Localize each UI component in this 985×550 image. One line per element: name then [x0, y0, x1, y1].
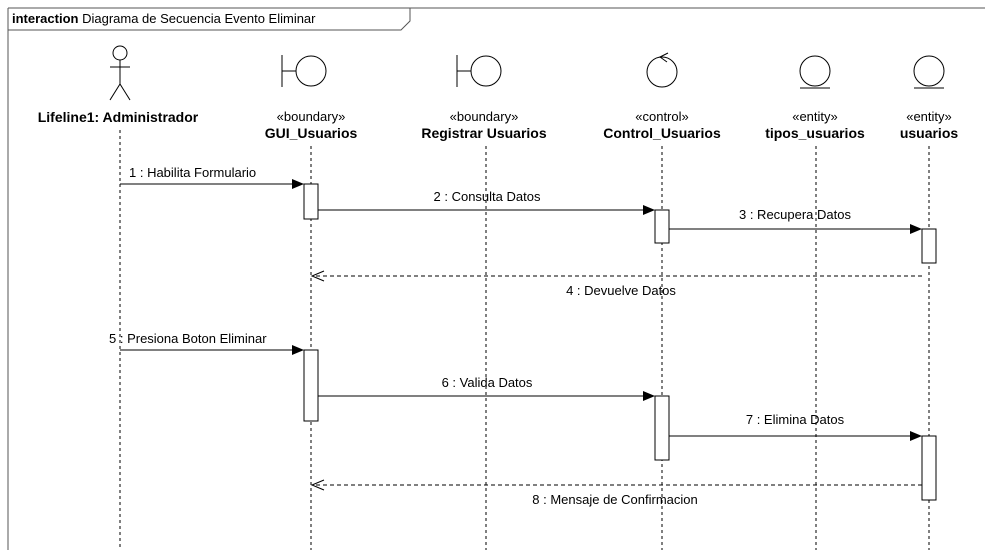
activation-bar [921, 435, 937, 501]
message-7: 7 : Elimina Datos [669, 412, 922, 441]
activation-bar [921, 228, 937, 264]
message-label: 1 : Habilita Formulario [129, 165, 256, 180]
lifeline-administrador: Lifeline1: Administrador [38, 45, 199, 550]
lifeline-tipos-usuarios: «entity» tipos_usuarios [765, 55, 865, 550]
lifeline-stereotype: «boundary» [277, 109, 346, 124]
lifeline-control-usuarios: «control» Control_Usuarios [603, 52, 721, 550]
lifeline-name: tipos_usuarios [765, 125, 865, 141]
message-2: 2 : Consulta Datos [318, 189, 655, 215]
frame-title: interaction Diagrama de Secuencia Evento… [12, 11, 316, 26]
lifeline-name: GUI_Usuarios [265, 125, 358, 141]
message-5: 5 : Presiona Boton Eliminar [109, 331, 304, 355]
lifeline-registrar-usuarios: «boundary» Registrar Usuarios [421, 55, 547, 550]
lifeline-usuarios: «entity» usuarios [900, 55, 959, 550]
interaction-frame: interaction Diagrama de Secuencia Evento… [7, 7, 985, 550]
message-8-return: 8 : Mensaje de Confirmacion [310, 479, 922, 507]
activation-bar [654, 395, 670, 461]
message-label: 6 : Valida Datos [442, 375, 533, 390]
lifeline-name: Registrar Usuarios [421, 125, 546, 141]
lifeline-stereotype: «entity» [906, 109, 952, 124]
activation-bar [654, 209, 670, 244]
message-label: 4 : Devuelve Datos [566, 283, 676, 298]
message-3: 3 : Recupera Datos [669, 207, 922, 234]
message-label: 7 : Elimina Datos [746, 412, 845, 427]
lifeline-name: usuarios [900, 125, 959, 141]
message-1: 1 : Habilita Formulario [120, 165, 304, 189]
lifeline-stereotype: «control» [635, 109, 688, 124]
message-label: 5 : Presiona Boton Eliminar [109, 331, 267, 346]
lifeline-stereotype: «entity» [792, 109, 838, 124]
lifeline-name: Lifeline1: Administrador [38, 109, 199, 125]
message-4-return: 4 : Devuelve Datos [310, 270, 922, 298]
entity-icon [913, 55, 945, 89]
control-icon [646, 52, 678, 88]
boundary-icon [281, 55, 327, 87]
lifeline-name: Control_Usuarios [603, 125, 721, 141]
lifeline-stereotype: «boundary» [450, 109, 519, 124]
entity-icon [799, 55, 831, 89]
lifeline-gui-usuarios: «boundary» GUI_Usuarios [265, 55, 358, 550]
message-6: 6 : Valida Datos [318, 375, 655, 401]
activation-bar [303, 349, 319, 422]
actor-icon [109, 45, 131, 101]
boundary-icon [456, 55, 502, 87]
message-label: 2 : Consulta Datos [434, 189, 541, 204]
message-label: 3 : Recupera Datos [739, 207, 852, 222]
message-label: 8 : Mensaje de Confirmacion [532, 492, 697, 507]
activation-bar [303, 183, 319, 220]
